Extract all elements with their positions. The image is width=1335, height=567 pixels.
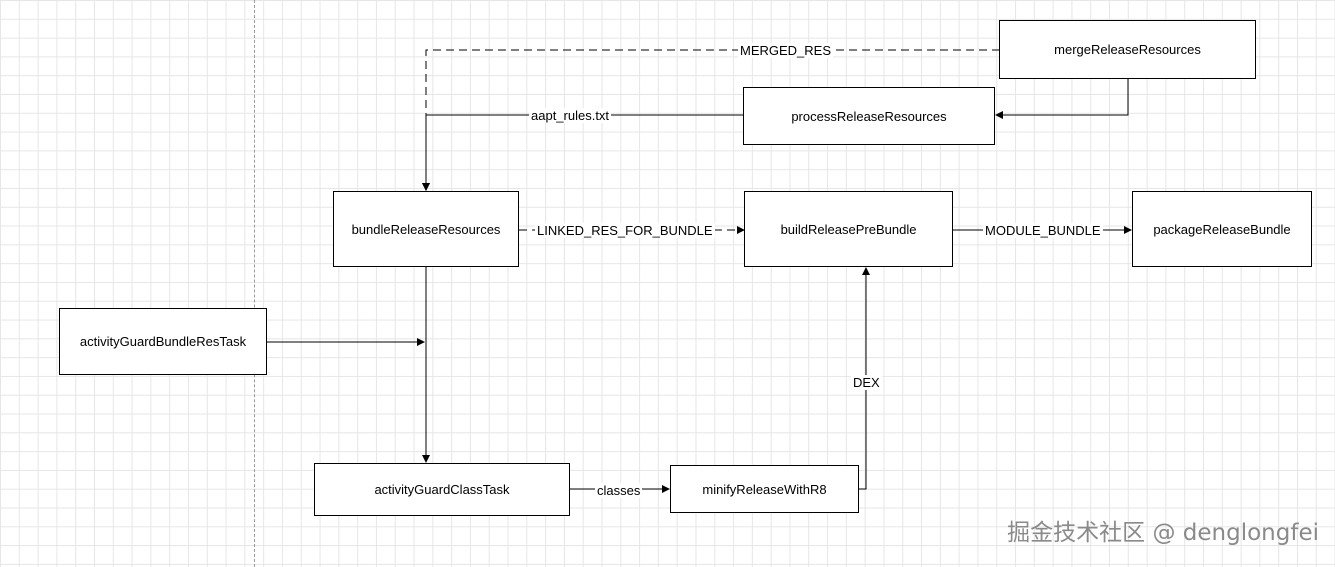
node-minify-release-with-r8[interactable]: minifyReleaseWithR8: [670, 465, 859, 513]
edge-label-module-bundle: MODULE_BUNDLE: [983, 223, 1103, 238]
edge-label-aapt-rules: aapt_rules.txt: [529, 108, 612, 123]
edge-label-linked-res: LINKED_RES_FOR_BUNDLE: [535, 223, 715, 238]
edge-label-dex: DEX: [851, 375, 882, 390]
node-activity-guard-class-task[interactable]: activityGuardClassTask: [314, 463, 570, 516]
node-activity-guard-bundle-res-task[interactable]: activityGuardBundleResTask: [59, 308, 267, 375]
dashed-divider: [254, 0, 255, 567]
node-merge-release-resources[interactable]: mergeReleaseResources: [999, 20, 1256, 79]
edge-dex: [859, 267, 870, 490]
node-bundle-release-resources[interactable]: bundleReleaseResources: [333, 191, 519, 267]
node-build-release-pre-bundle[interactable]: buildReleasePreBundle: [744, 191, 953, 267]
edge-aapt-rules: [422, 114, 743, 191]
node-process-release-resources[interactable]: processReleaseResources: [743, 87, 995, 145]
node-package-release-bundle[interactable]: packageReleaseBundle: [1132, 191, 1312, 267]
watermark: 掘金技术社区 @ denglongfei: [1007, 520, 1319, 546]
edge-merge-to-process: [995, 79, 1129, 119]
edge-label-merged-res: MERGED_RES: [738, 43, 834, 58]
edge-label-classes: classes: [595, 483, 643, 498]
